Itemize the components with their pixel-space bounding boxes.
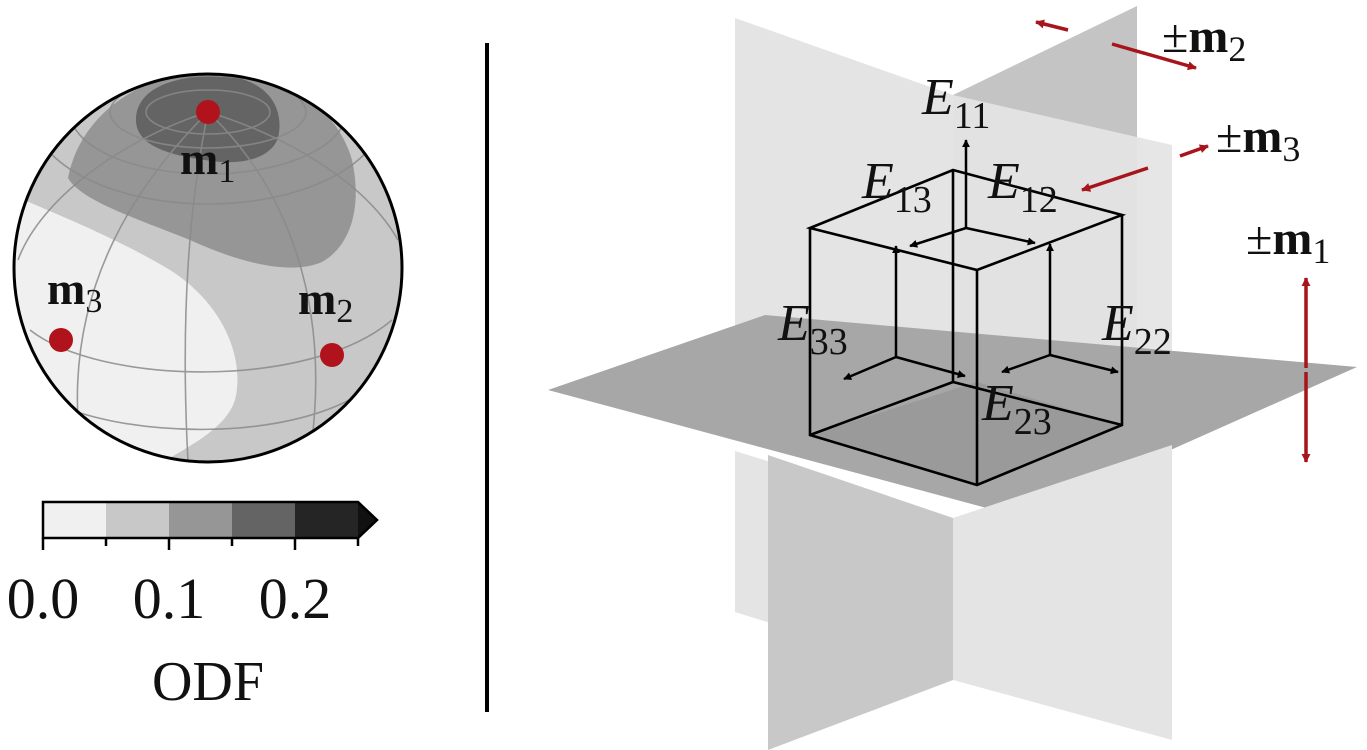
m2-arrow-back [1035,19,1069,32]
colorbar-ticks [41,538,360,550]
colorbar-level-3 [232,502,295,538]
e11-label: E11 [921,69,990,137]
m2-arrow-front [1111,42,1197,71]
m3-arrow-front [1081,166,1149,192]
unit-cube: E11 E13 E12 E33 E22 E23 [777,69,1172,487]
e23-label: E23 [981,375,1052,443]
e22-label: E22 [1101,295,1172,363]
colorbar-outline [41,500,379,540]
plane-lower-mid [768,455,953,750]
m1-point [196,100,220,124]
normal-legend: ±m2 ±m3 ±m1 [1162,10,1330,271]
colorbar-label: ODF [152,651,264,713]
colorbar-level-1 [106,502,169,538]
colorbar-tick-label: 0.1 [133,566,206,631]
cube-bottom-face [810,382,1122,485]
normal-arrows [1035,19,1311,463]
pm-m2-label: ±m2 [1162,10,1246,69]
colorbar-level-0 [43,502,106,538]
m3-arrow-back [1179,144,1209,158]
e13-label: E13 [861,153,932,221]
m3-label: m3 [47,263,102,320]
colorbar-extend-arrow [358,502,377,538]
pm-m3-label: ±m3 [1216,110,1300,169]
e33-label: E33 [777,295,848,363]
colorbar-tick-label: 0.2 [259,566,332,631]
plane-lower-right [953,445,1172,740]
plane-front-upper [768,95,1172,378]
m2-point [320,343,344,367]
m3-point [49,328,73,352]
odf-colorbar: 0.0 0.1 0.2 ODF [7,500,379,713]
top-face-axes [909,139,1036,248]
pm-m1-label: ±m1 [1246,212,1330,271]
colorbar-level-2 [169,502,232,538]
odf-sphere: m1 m3 m2 [12,72,404,464]
colorbar-tick-label: 0.0 [7,566,80,631]
right-face-axes [1001,243,1119,375]
left-face-axes [843,245,966,381]
colorbar-level-4 [295,502,358,538]
e12-label: E12 [987,153,1058,221]
m1-label: m1 [180,133,235,190]
m2-label: m2 [298,273,353,330]
